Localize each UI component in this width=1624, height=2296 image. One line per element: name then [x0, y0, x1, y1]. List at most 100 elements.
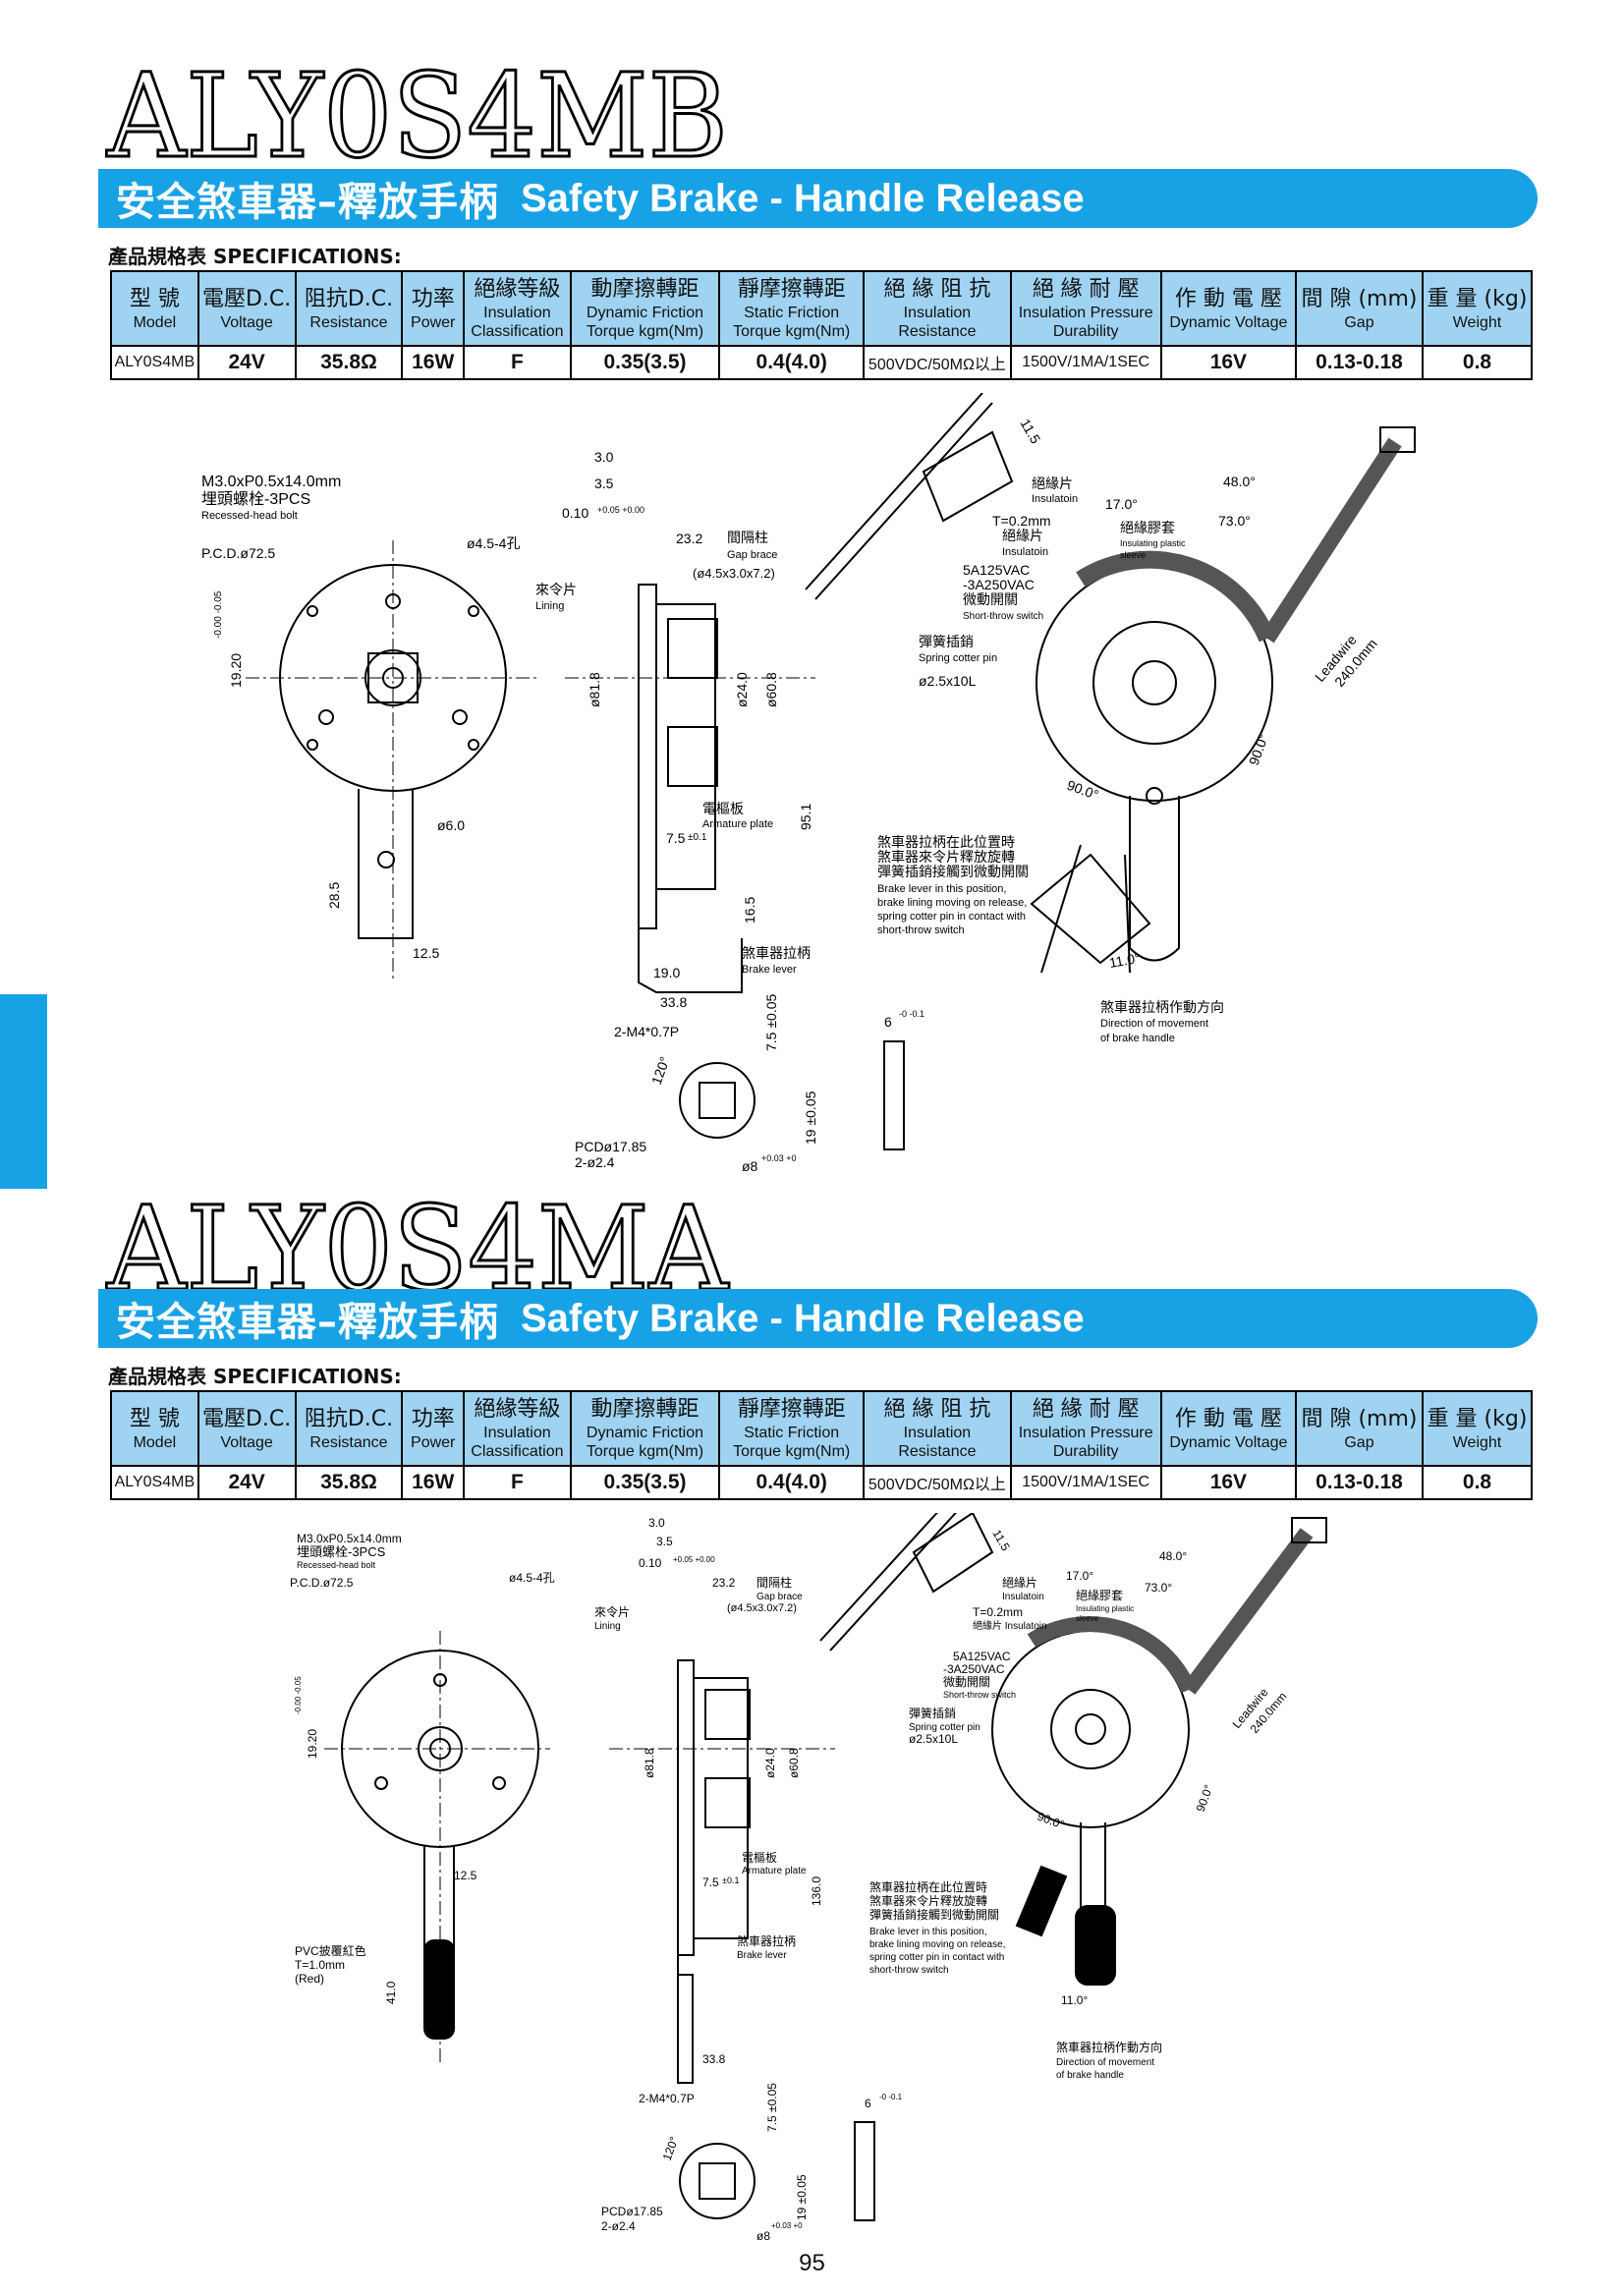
svg-text:73.0°: 73.0° — [1145, 1581, 1172, 1595]
svg-text:PCDø17.85: PCDø17.85 — [575, 1139, 646, 1154]
svg-text:11.0°: 11.0° — [1108, 950, 1142, 971]
svg-text:Spring cotter pin: Spring cotter pin — [909, 1722, 980, 1733]
svg-text:0.10: 0.10 — [562, 505, 588, 521]
svg-text:ALY0S4MA: ALY0S4MA — [106, 1187, 730, 1303]
svg-text:48.0°: 48.0° — [1159, 1549, 1187, 1563]
svg-text:間隔柱: 間隔柱 — [727, 530, 768, 545]
cell-power: 16W — [401, 1465, 465, 1500]
cell-insulation-resistance: 500VDC/50MΩ以上 — [863, 1465, 1012, 1500]
svg-text:19.20: 19.20 — [228, 653, 244, 688]
svg-text:Brake lever in this position,: Brake lever in this position, — [869, 1927, 987, 1937]
svg-text:33.8: 33.8 — [660, 994, 687, 1010]
table-row: ALY0S4MB 24V 35.8Ω 16W F 0.35(3.5) 0.4(4… — [110, 345, 1533, 380]
svg-text:ø24.0: ø24.0 — [734, 672, 750, 707]
svg-text:120°: 120° — [648, 1054, 673, 1087]
svg-text:煞車器拉柄作動方向: 煞車器拉柄作動方向 — [1056, 2040, 1162, 2054]
svg-text:5A125VAC: 5A125VAC — [953, 1650, 1011, 1663]
technical-drawing: M3.0xP0.5x14.0mm 埋頭螺栓-3PCS Recessed-head… — [290, 1513, 1327, 2243]
svg-text:sleeve: sleeve — [1120, 550, 1146, 560]
svg-text:電樞板: 電樞板 — [702, 801, 744, 816]
svg-text:90.0°: 90.0° — [1036, 1810, 1066, 1832]
svg-text:Recessed-head bolt: Recessed-head bolt — [297, 1560, 376, 1570]
svg-text:絕緣片: 絕緣片 — [1032, 476, 1073, 491]
spec-heading: 產品規格表 SPECIFICATIONS: — [108, 245, 402, 268]
svg-text:微動開關: 微動開關 — [963, 591, 1018, 607]
svg-text:T=1.0mm: T=1.0mm — [295, 1958, 345, 1972]
technical-drawing: M3.0xP0.5x14.0mm 埋頭螺栓-3PCS Recessed-head… — [201, 393, 1416, 1174]
svg-text:ø81.8: ø81.8 — [587, 672, 602, 707]
col-gap: 間 隙 (mm)Gap — [1294, 270, 1425, 347]
banner-title-zh: 安全煞車器–釋放手柄 — [116, 1300, 499, 1345]
col-gap: 間 隙 (mm)Gap — [1294, 1390, 1425, 1467]
svg-text:Lining: Lining — [594, 1621, 621, 1632]
svg-text:(Red): (Red) — [295, 1972, 324, 1986]
svg-text:19 ±0.05: 19 ±0.05 — [803, 1091, 818, 1145]
svg-text:3.0: 3.0 — [594, 449, 614, 465]
svg-text:-0.00 -0.05: -0.00 -0.05 — [213, 590, 224, 639]
svg-text:19 ±0.05: 19 ±0.05 — [795, 2174, 809, 2220]
col-weight: 重 量 (kg)Weight — [1422, 270, 1533, 347]
col-resistance: 阻抗D.C.Resistance — [294, 270, 404, 347]
page-number: 95 — [799, 2250, 825, 2276]
svg-text:90.0°: 90.0° — [1194, 1783, 1216, 1814]
cell-dynamic-torque: 0.35(3.5) — [569, 1465, 721, 1500]
svg-text:Lining: Lining — [535, 600, 564, 612]
svg-text:136.0: 136.0 — [810, 1876, 823, 1906]
cell-resistance: 35.8Ω — [294, 1465, 404, 1500]
cell-static-torque: 0.4(4.0) — [718, 1465, 866, 1500]
spec-heading: 產品規格表 SPECIFICATIONS: — [108, 1365, 402, 1388]
svg-text:(ø4.5x3.0x7.2): (ø4.5x3.0x7.2) — [693, 566, 775, 581]
svg-text:-3A250VAC: -3A250VAC — [963, 577, 1035, 592]
svg-text:T=0.2mm: T=0.2mm — [973, 1605, 1023, 1619]
svg-text:ø4.5-4孔: ø4.5-4孔 — [467, 535, 520, 551]
svg-text:Gap brace: Gap brace — [727, 549, 777, 561]
svg-text:Short-throw switch: Short-throw switch — [963, 611, 1043, 622]
svg-text:絕緣膠套: 絕緣膠套 — [1120, 520, 1175, 535]
svg-text:埋頭螺栓-3PCS: 埋頭螺栓-3PCS — [297, 1544, 386, 1559]
svg-text:3.0: 3.0 — [648, 1516, 665, 1530]
svg-text:PVC披覆紅色: PVC披覆紅色 — [295, 1944, 366, 1958]
svg-text:ø4.5-4孔: ø4.5-4孔 — [509, 1571, 555, 1585]
svg-text:ALY0S4MB: ALY0S4MB — [106, 54, 728, 170]
model-title: ALY0S4MB — [105, 54, 730, 170]
banner-title-en: Safety Brake - Handle Release — [521, 1296, 1085, 1340]
svg-text:Brake lever in this position,: Brake lever in this position, — [877, 883, 1006, 895]
svg-text:2-ø2.4: 2-ø2.4 — [575, 1154, 615, 1170]
cell-resistance: 35.8Ω — [294, 345, 404, 380]
svg-text:(ø4.5x3.0x7.2): (ø4.5x3.0x7.2) — [727, 1602, 797, 1614]
banner-title-zh: 安全煞車器–釋放手柄 — [116, 180, 499, 225]
cell-insulation-resistance: 500VDC/50MΩ以上 — [863, 345, 1012, 380]
cell-insulation-pressure: 1500V/1MA/1SEC — [1009, 1465, 1162, 1500]
svg-text:Recessed-head bolt: Recessed-head bolt — [201, 510, 298, 522]
svg-text:間隔柱: 間隔柱 — [756, 1575, 792, 1590]
cell-gap: 0.13-0.18 — [1294, 1465, 1425, 1500]
svg-text:+0.03 +0: +0.03 +0 — [771, 2221, 803, 2230]
cell-weight: 0.8 — [1422, 1465, 1533, 1500]
svg-text:6: 6 — [865, 2097, 871, 2110]
svg-text:Gap brace: Gap brace — [756, 1592, 803, 1602]
svg-text:brake lining moving on release: brake lining moving on release, — [869, 1939, 1005, 1950]
svg-text:11.5: 11.5 — [1017, 417, 1043, 447]
svg-text:來令片: 來令片 — [535, 582, 577, 597]
svg-text:Direction of movement: Direction of movement — [1100, 1018, 1208, 1030]
svg-text:煞車器來令片釋放旋轉: 煞車器來令片釋放旋轉 — [869, 1893, 987, 1908]
svg-text:-0 -0.1: -0 -0.1 — [879, 2093, 903, 2101]
table-row: ALY0S4MB 24V 35.8Ω 16W F 0.35(3.5) 0.4(4… — [110, 1465, 1533, 1500]
svg-text:絕緣片: 絕緣片 — [1002, 528, 1043, 543]
svg-text:Insulatoin: Insulatoin — [1002, 546, 1048, 558]
svg-text:煞車器拉柄作動方向: 煞車器拉柄作動方向 — [1100, 999, 1224, 1015]
pvc-grip — [423, 1939, 455, 2040]
svg-text:short-throw switch: short-throw switch — [877, 924, 965, 936]
svg-text:-0 -0.1: -0 -0.1 — [899, 1009, 924, 1019]
svg-text:17.0°: 17.0° — [1105, 496, 1138, 512]
cell-model: ALY0S4MB — [110, 1465, 199, 1500]
svg-text:彈簧插銷接觸到微動開關: 彈簧插銷接觸到微動開關 — [869, 1907, 999, 1922]
svg-text:ø60.8: ø60.8 — [763, 672, 779, 707]
